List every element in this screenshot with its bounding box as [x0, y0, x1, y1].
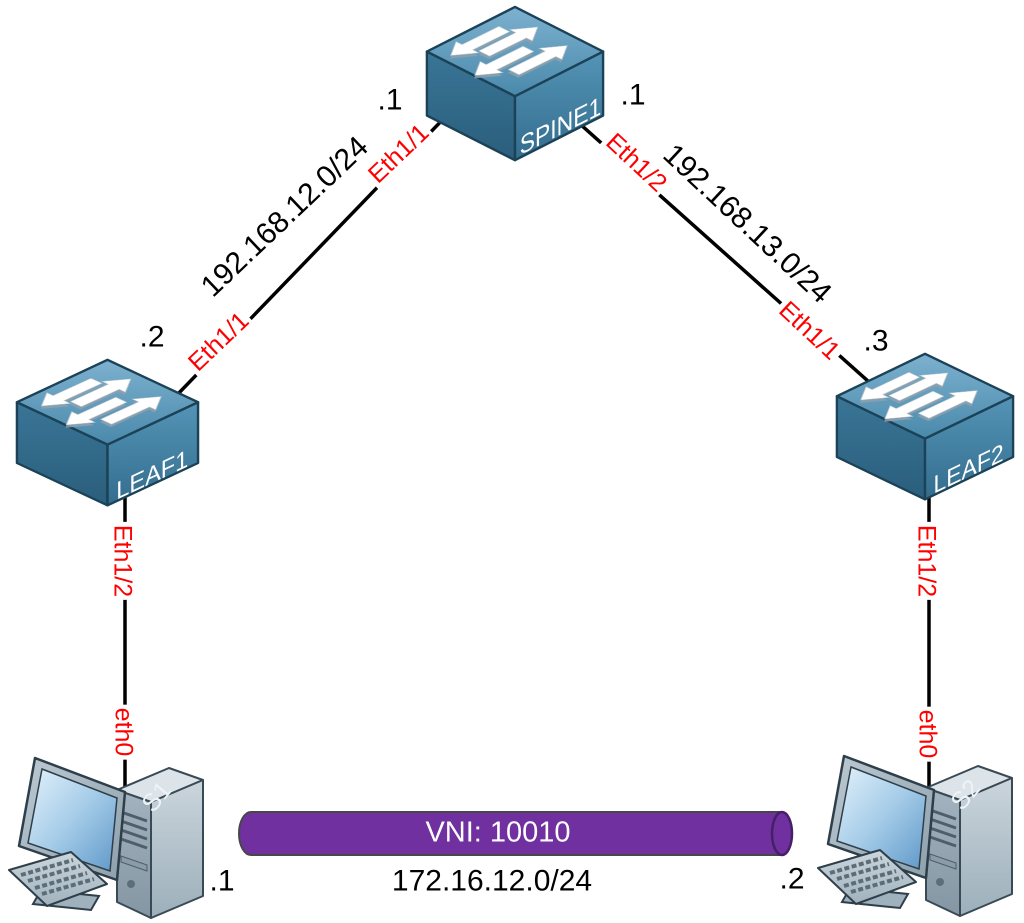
ip-label-s2: .2 — [779, 862, 805, 896]
tower-vents — [929, 808, 957, 848]
power-button-icon — [127, 880, 135, 888]
workstation-icon: S2 — [817, 754, 1013, 917]
monitor-icon — [17, 756, 127, 882]
node-leaf1: LEAF1 — [15, 358, 200, 510]
node-leaf2: LEAF2 — [835, 352, 1015, 504]
switch-arrows-icon — [860, 371, 978, 422]
ip-label-spine1-right: .1 — [620, 78, 646, 112]
switch-icon: SPINE1 — [425, 5, 605, 162]
node-s1: S1 — [5, 750, 210, 922]
ip-label-leaf2: .3 — [863, 324, 889, 358]
power-button-icon — [936, 878, 944, 886]
switch-arrows-icon — [450, 25, 568, 79]
if-label-s2-eth0: eth0 — [913, 706, 942, 762]
if-label-leaf1-eth1-2: Eth1/2 — [108, 521, 137, 601]
if-label-s1-eth0: eth0 — [109, 704, 138, 760]
ip-label-spine1-left: .1 — [377, 83, 403, 117]
node-s2: S2 — [814, 748, 1019, 920]
if-label-leaf2-eth1-2: Eth1/2 — [912, 521, 941, 601]
switch-arrows-icon — [40, 377, 162, 428]
switch-icon: LEAF1 — [15, 358, 200, 507]
keyboard-icon — [8, 851, 108, 907]
monitor-icon — [826, 754, 936, 880]
tower-vents — [120, 810, 148, 850]
vni-tube-icon — [238, 810, 794, 857]
overlay-subnet-label: 172.16.12.0/24 — [391, 864, 593, 898]
tower-icon: S1 — [116, 767, 204, 919]
ip-label-s1: .1 — [209, 864, 235, 898]
ip-label-leaf1: .2 — [139, 320, 165, 354]
workstation-icon: S1 — [8, 756, 204, 919]
node-spine1: SPINE1 — [425, 5, 605, 165]
keyboard-icon — [817, 849, 917, 905]
vni-tube — [237, 810, 795, 857]
tower-icon: S2 — [925, 765, 1013, 917]
switch-icon: LEAF2 — [835, 352, 1015, 501]
vni-label: VNI: 10010 — [425, 816, 571, 849]
